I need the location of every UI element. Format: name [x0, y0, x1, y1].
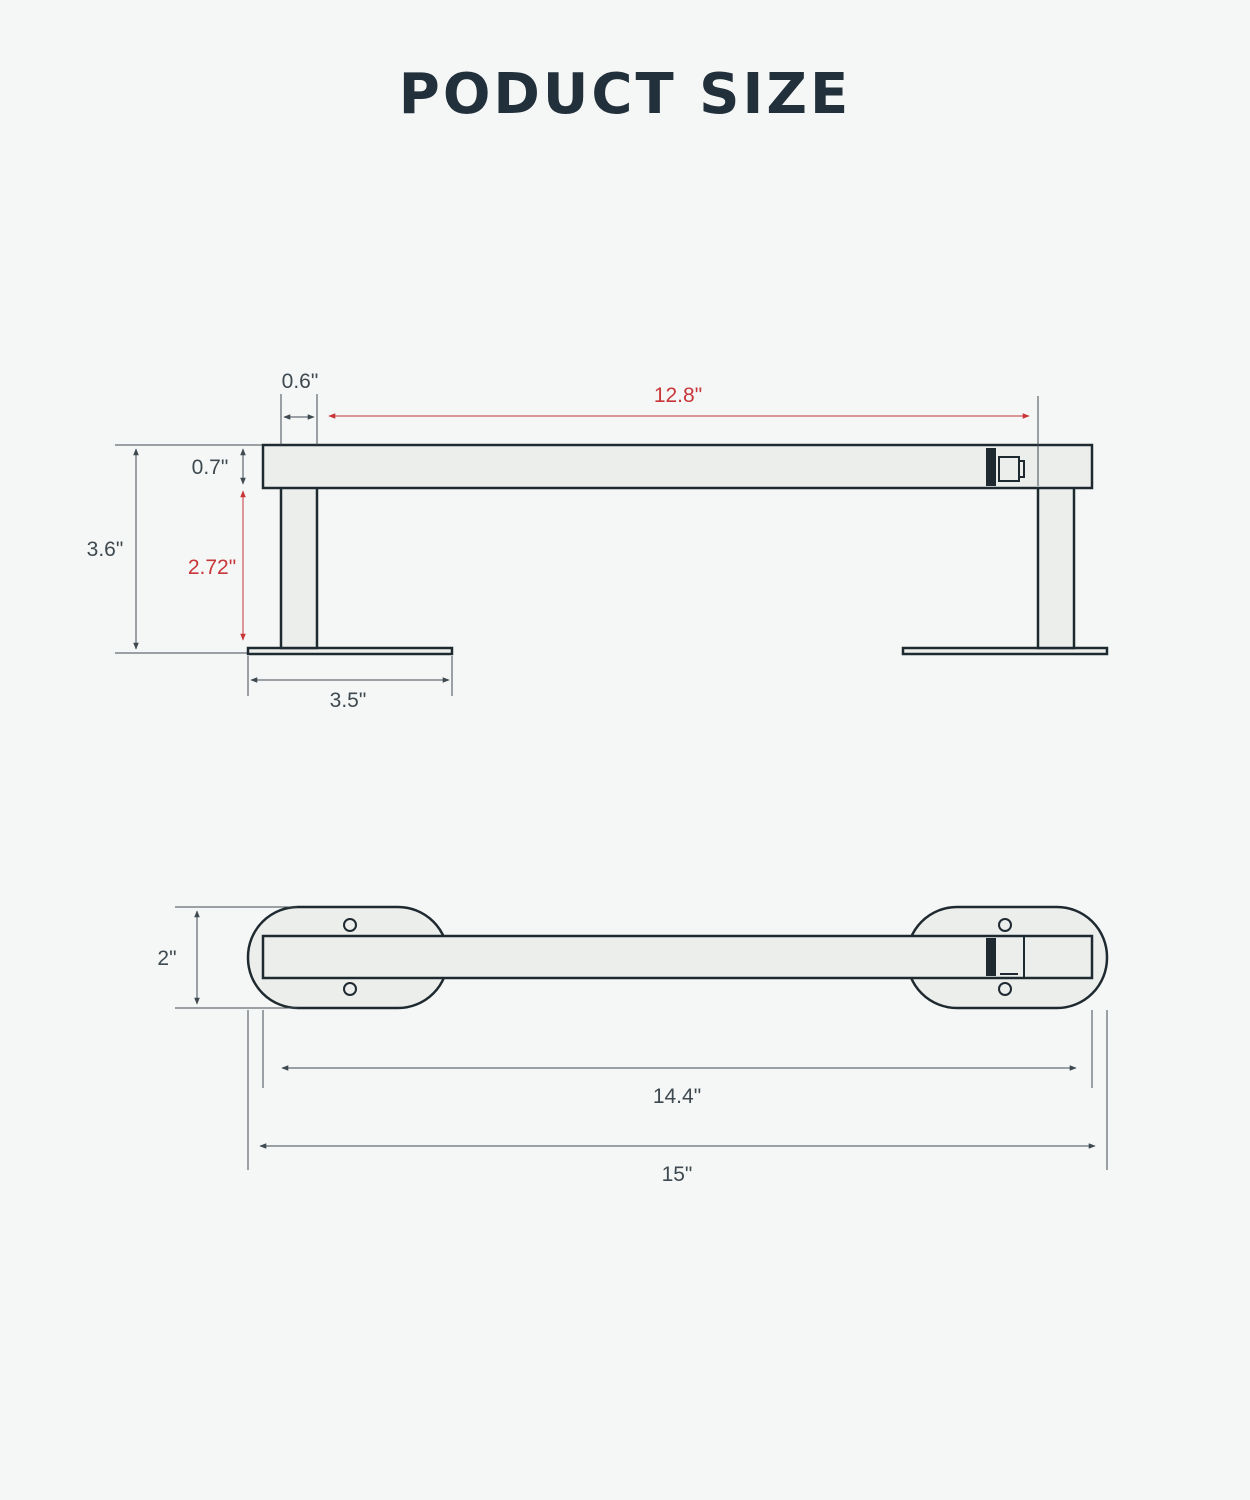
side-connector-block	[986, 448, 996, 486]
side-dimension-lines	[115, 394, 1039, 696]
right-base-plate	[901, 646, 1109, 656]
side-connector-cap	[998, 456, 1020, 482]
label-base-width: 2"	[157, 947, 176, 970]
screw-hole	[998, 982, 1012, 996]
right-post	[1036, 484, 1076, 650]
side-bar	[261, 443, 1094, 490]
label-overall-length: 15"	[662, 1163, 693, 1186]
side-connector-notch	[1018, 460, 1025, 478]
screw-hole	[343, 918, 357, 932]
top-dimension-lines	[175, 906, 1108, 1170]
side-view	[246, 443, 1109, 656]
label-post-width: 0.6"	[282, 370, 319, 393]
top-connector-block	[986, 938, 996, 976]
label-total-height: 3.6"	[87, 538, 124, 561]
label-base-length: 3.5"	[330, 689, 367, 712]
left-base-plate	[246, 646, 454, 656]
page-title: PODUCT SIZE	[398, 62, 852, 127]
top-view	[246, 905, 1109, 1010]
left-post	[279, 484, 319, 650]
label-bar-length: 12.8"	[654, 384, 702, 407]
screw-hole	[998, 918, 1012, 932]
screw-hole	[343, 982, 357, 996]
side-dimension-lines-red	[240, 413, 1030, 641]
top-bar	[261, 934, 1094, 980]
label-bar-thickness: 0.7"	[192, 456, 229, 479]
label-clearance: 2.72"	[188, 556, 236, 579]
label-top-bar-length: 14.4"	[653, 1085, 701, 1108]
